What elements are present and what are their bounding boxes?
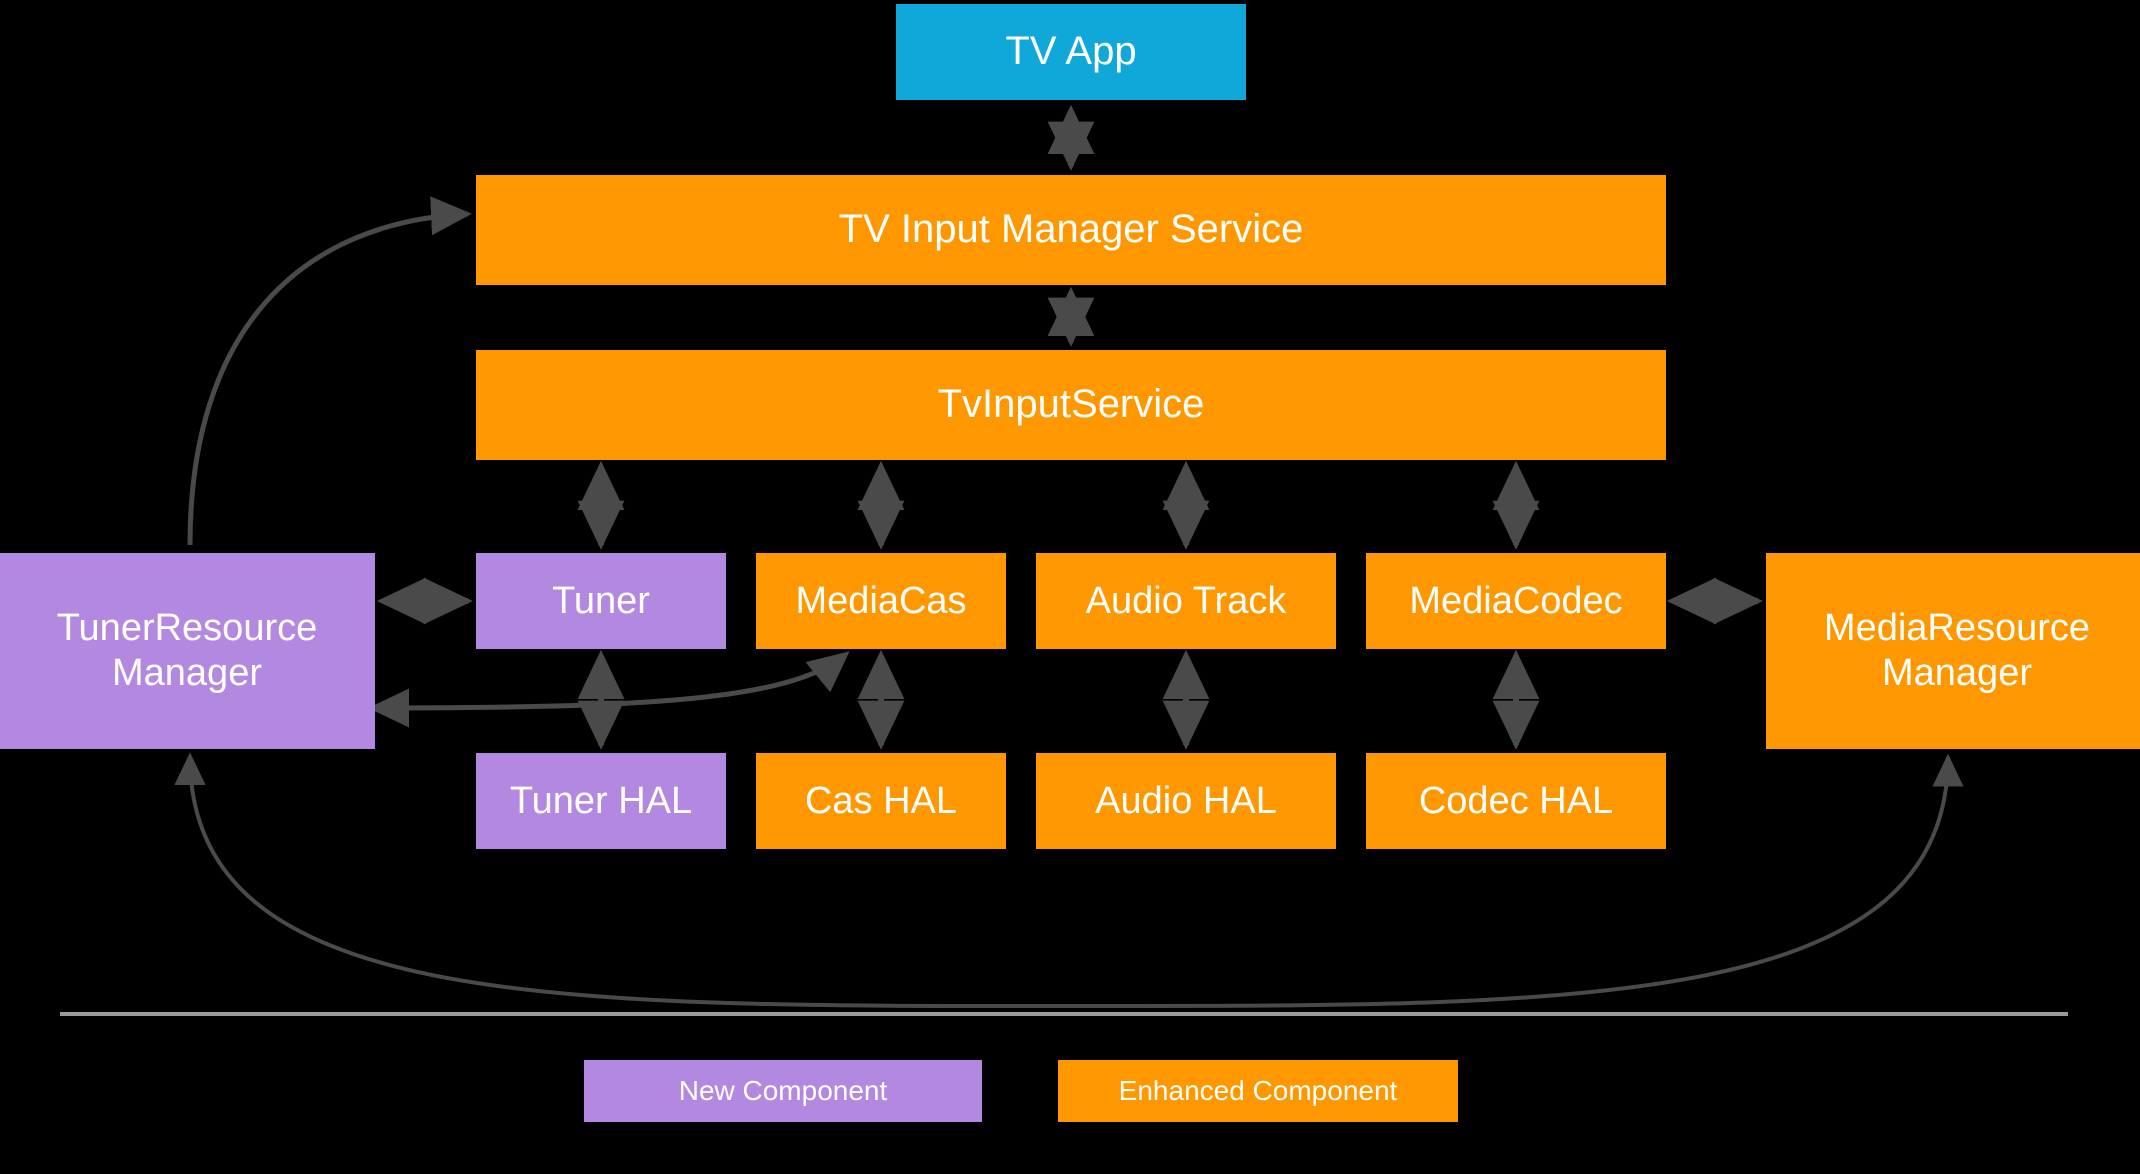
node-media-codec[interactable]: MediaCodec	[1366, 553, 1666, 649]
node-audio-hal[interactable]: Audio HAL	[1036, 753, 1336, 849]
node-tuner-hal[interactable]: Tuner HAL	[476, 753, 726, 849]
node-tuner-resource-manager[interactable]: TunerResource Manager	[0, 553, 375, 749]
connector-mediacas-tunerresourcemanager-curve	[368, 651, 850, 728]
node-tv-input-service[interactable]: TvInputService	[476, 350, 1666, 460]
legend-divider	[60, 1012, 2068, 1016]
node-tuner[interactable]: Tuner	[476, 553, 726, 649]
node-tv-app[interactable]: TV App	[896, 4, 1246, 100]
node-codec-hal[interactable]: Codec HAL	[1366, 753, 1666, 849]
node-media-cas[interactable]: MediaCas	[756, 553, 1006, 649]
node-cas-hal[interactable]: Cas HAL	[756, 753, 1006, 849]
node-media-resource-manager[interactable]: MediaResource Manager	[1766, 553, 2140, 749]
legend-item-enhanced-component: Enhanced Component	[1058, 1060, 1458, 1122]
node-audio-track[interactable]: Audio Track	[1036, 553, 1336, 649]
legend-item-new-component: New Component	[584, 1060, 982, 1122]
connector-tunerresourcemanager-tvinputmanager-curve	[187, 196, 472, 546]
node-tv-input-manager-service[interactable]: TV Input Manager Service	[476, 175, 1666, 285]
